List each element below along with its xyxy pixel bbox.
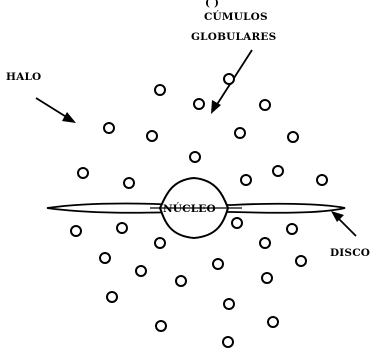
cumulos-label-line1: CÚMULOS	[204, 9, 268, 23]
globular-cluster	[268, 317, 278, 327]
globular-cluster	[232, 218, 242, 228]
globular-cluster	[176, 276, 186, 286]
globular-cluster	[317, 175, 327, 185]
globular-cluster	[78, 168, 88, 178]
top-cropped-text: ( )	[205, 0, 219, 9]
globular-cluster	[147, 131, 157, 141]
globular-cluster	[71, 226, 81, 236]
halo-label: HALO	[6, 71, 41, 83]
globular-cluster	[107, 292, 117, 302]
disco-label: DISCO	[330, 247, 370, 259]
globular-cluster	[156, 321, 166, 331]
globular-cluster	[155, 85, 165, 95]
globular-cluster	[100, 253, 110, 263]
globular-cluster	[288, 132, 298, 142]
nucleo-label: NÚCLEO	[163, 201, 216, 215]
globular-cluster	[296, 256, 306, 266]
globular-cluster	[260, 238, 270, 248]
globular-cluster	[136, 266, 146, 276]
globular-cluster	[190, 152, 200, 162]
galactic-disk-group: NÚCLEO	[47, 178, 345, 238]
globular-cluster	[273, 166, 283, 176]
disco-arrow	[331, 211, 356, 236]
cumulos-label-line2: GLOBULARES	[191, 31, 276, 43]
globular-cluster	[224, 74, 234, 84]
globular-cluster	[287, 224, 297, 234]
globular-cluster	[194, 99, 204, 109]
globular-cluster	[241, 175, 251, 185]
globular-cluster	[235, 128, 245, 138]
globular-cluster	[117, 223, 127, 233]
globular-cluster	[224, 299, 234, 309]
globular-cluster	[213, 259, 223, 269]
globular-cluster	[260, 100, 270, 110]
globular-cluster	[155, 238, 165, 248]
globular-cluster	[104, 123, 114, 133]
globular-cluster	[223, 337, 233, 347]
globular-cluster	[262, 273, 272, 283]
globular-cluster	[124, 178, 134, 188]
halo-arrow	[36, 98, 76, 123]
